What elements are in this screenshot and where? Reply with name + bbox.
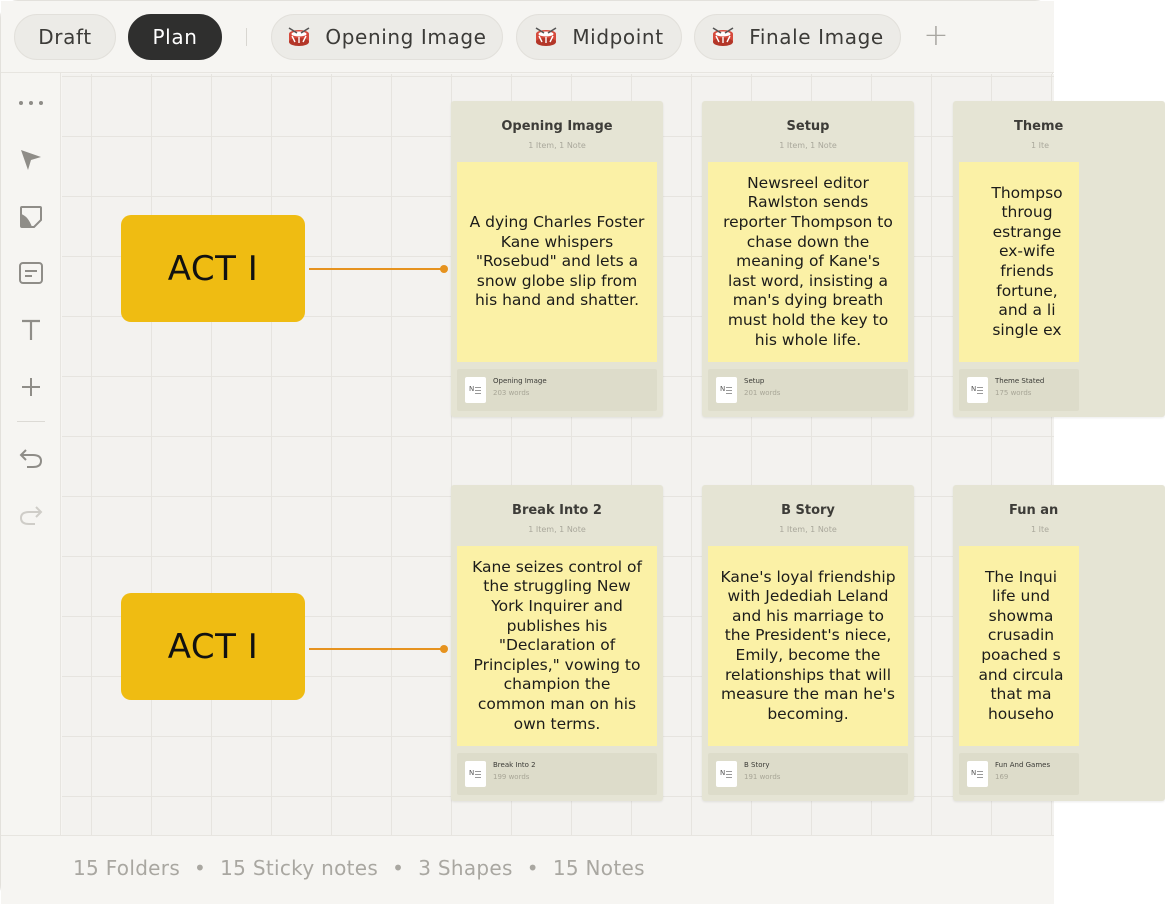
sticky-text: Kane seizes control of the struggling Ne… <box>472 557 642 733</box>
act-shape[interactable]: ACT I <box>121 593 305 700</box>
folder-title: Opening Image <box>501 119 613 134</box>
tab-finale-image[interactable]: Finale Image <box>694 14 901 60</box>
add-icon[interactable] <box>15 371 47 403</box>
drum-icon <box>288 27 310 46</box>
note-title: Theme Stated <box>995 377 1045 385</box>
note-count: 15 Notes <box>552 856 645 880</box>
tab-separator <box>246 28 247 46</box>
connector-line[interactable] <box>309 268 444 270</box>
sticky-text: Kane's loyal friendship with Jedediah Le… <box>720 567 896 723</box>
folder-title: Theme <box>1014 119 1064 134</box>
folder-card[interactable]: B Story 1 Item, 1 Note Kane's loyal frie… <box>702 485 914 801</box>
sticky-note[interactable]: Kane seizes control of the struggling Ne… <box>457 546 657 746</box>
status-separator: • <box>194 856 207 880</box>
note-title: Break Into 2 <box>493 761 536 769</box>
tab-plan[interactable]: Plan <box>128 14 222 60</box>
folder-meta: 1 Item, 1 Note <box>779 141 837 150</box>
undo-icon[interactable] <box>15 441 47 473</box>
note-file-icon: N <box>716 377 737 403</box>
sticky-text: The Inqui life und showma crusadin poach… <box>978 567 1064 723</box>
note-card[interactable]: N Setup 201 words <box>708 369 908 411</box>
tab-draft[interactable]: Draft <box>14 14 116 60</box>
note-file-icon: N <box>716 761 737 787</box>
folder-meta: 1 Item, 1 Note <box>779 525 837 534</box>
note-title: Opening Image <box>493 377 547 385</box>
drum-icon <box>535 27 557 46</box>
sticky-note[interactable]: Kane's loyal friendship with Jedediah Le… <box>708 546 908 746</box>
status-separator: • <box>392 856 405 880</box>
shape-count: 3 Shapes <box>418 856 513 880</box>
sticky-note[interactable]: The Inqui life und showma crusadin poach… <box>959 546 1079 746</box>
tab-opening-image[interactable]: Opening Image <box>271 14 503 60</box>
connector-line[interactable] <box>309 648 444 650</box>
note-title: B Story <box>744 761 770 769</box>
folder-card[interactable]: Break Into 2 1 Item, 1 Note Kane seizes … <box>451 485 663 801</box>
folder-title: Setup <box>786 119 830 134</box>
text-tool-icon[interactable] <box>15 314 47 346</box>
top-tab-bar: Draft Plan Opening Image M <box>1 1 1054 73</box>
folder-card[interactable]: Theme 1 Ite Thompso throug estrange ex-w… <box>953 101 1165 417</box>
note-word-count: 203 words <box>493 389 530 397</box>
tab-label: Midpoint <box>572 25 664 49</box>
sticky-note[interactable]: A dying Charles Foster Kane whispers "Ro… <box>457 162 657 362</box>
status-summary: 15 Folders • 15 Sticky notes • 3 Shapes • 15 N… <box>73 856 645 880</box>
note-card[interactable]: N B Story 191 words <box>708 753 908 795</box>
connector-endpoint[interactable] <box>440 645 448 653</box>
tab-label: Finale Image <box>749 25 884 49</box>
note-title: Fun And Games <box>995 761 1051 769</box>
folder-card[interactable]: Opening Image 1 Item, 1 Note A dying Cha… <box>451 101 663 417</box>
sticky-text: Thompso throug estrange ex-wife friends … <box>991 183 1063 339</box>
pointer-icon[interactable] <box>15 144 47 176</box>
folder-meta: 1 Ite <box>1031 141 1050 150</box>
sticky-note[interactable]: Thompso throug estrange ex-wife friends … <box>959 162 1079 362</box>
note-title: Setup <box>744 377 765 385</box>
text-block-icon[interactable] <box>15 257 47 289</box>
status-separator: • <box>526 856 539 880</box>
note-card[interactable]: N Opening Image 203 words <box>457 369 657 411</box>
note-word-count: 169 <box>995 773 1009 781</box>
note-file-icon: N <box>967 761 988 787</box>
sticky-text: Newsreel editor Rawlston sends reporter … <box>723 173 893 349</box>
note-card[interactable]: N Break Into 2 199 words <box>457 753 657 795</box>
note-word-count: 175 words <box>995 389 1032 397</box>
note-card[interactable]: N Theme Stated 175 words <box>959 369 1079 411</box>
folder-card[interactable]: Setup 1 Item, 1 Note Newsreel editor Raw… <box>702 101 914 417</box>
left-toolbar <box>1 73 61 835</box>
folder-meta: 1 Item, 1 Note <box>528 141 586 150</box>
drum-icon <box>712 27 734 46</box>
note-file-icon: N <box>967 377 988 403</box>
folder-count: 15 Folders <box>73 856 181 880</box>
more-dots-icon[interactable] <box>15 87 47 119</box>
tab-midpoint[interactable]: Midpoint <box>516 14 682 60</box>
sticky-text: A dying Charles Foster Kane whispers "Ro… <box>469 213 645 310</box>
note-file-icon: N <box>465 761 486 787</box>
folder-meta: 1 Item, 1 Note <box>528 525 586 534</box>
folder-card[interactable]: Fun an 1 Ite The Inqui life und showma c… <box>953 485 1165 801</box>
folder-title: B Story <box>781 503 835 518</box>
folder-title: Fun an <box>1009 503 1059 518</box>
note-card[interactable]: N Fun And Games 169 <box>959 753 1079 795</box>
add-tab-button[interactable]: + <box>923 18 949 53</box>
redo-icon[interactable] <box>15 498 47 530</box>
note-word-count: 199 words <box>493 773 530 781</box>
tab-label: Opening Image <box>325 25 487 49</box>
sticky-note[interactable]: Newsreel editor Rawlston sends reporter … <box>708 162 908 362</box>
note-file-icon: N <box>465 377 486 403</box>
folder-meta: 1 Ite <box>1031 525 1050 534</box>
sticky-note-icon[interactable] <box>15 201 47 233</box>
act-shape[interactable]: ACT I <box>121 215 305 322</box>
toolbar-divider <box>17 421 45 422</box>
note-word-count: 201 words <box>744 389 781 397</box>
sticky-count: 15 Sticky notes <box>220 856 379 880</box>
folder-title: Break Into 2 <box>512 503 602 518</box>
board-canvas[interactable]: ACT I Opening Image 1 Item, 1 Note A dyi… <box>62 74 1165 835</box>
connector-endpoint[interactable] <box>440 265 448 273</box>
status-bar: 15 Folders • 15 Sticky notes • 3 Shapes • 15 N… <box>1 835 1054 904</box>
note-word-count: 191 words <box>744 773 781 781</box>
